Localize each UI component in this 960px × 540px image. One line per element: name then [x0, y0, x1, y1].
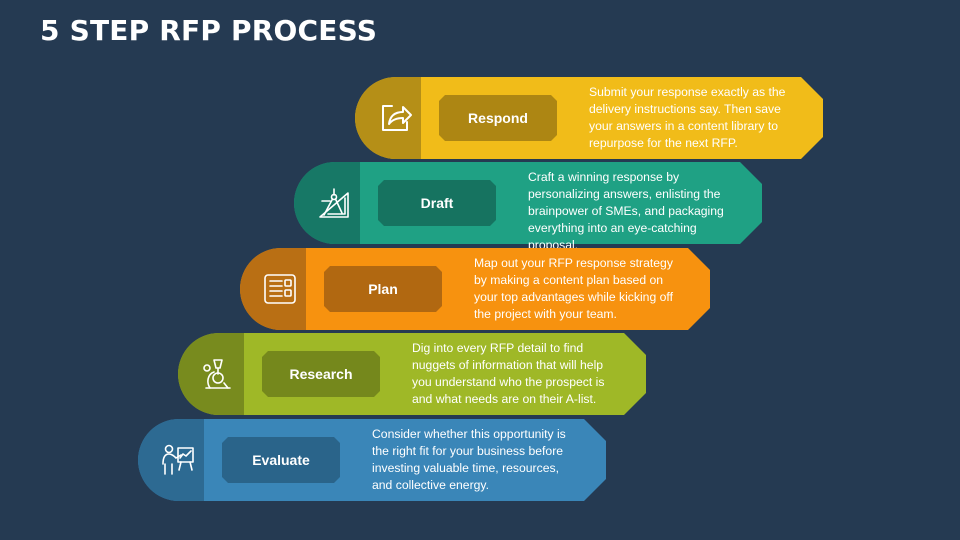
step-label: Draft: [420, 195, 454, 211]
step-description: Map out your RFP response strategy by ma…: [474, 256, 673, 321]
step-label: Evaluate: [252, 452, 310, 468]
step-label: Plan: [368, 281, 398, 297]
step-label: Research: [289, 366, 353, 382]
icon-cap: [240, 248, 306, 330]
microscope-icon: [198, 354, 238, 394]
step-draft: Draft Craft a winning response by persona…: [294, 162, 762, 252]
step-shape: [355, 77, 823, 159]
step-research: Research Dig into every RFP detail to fin…: [178, 333, 646, 415]
planning-board-icon: [260, 269, 300, 309]
page-title: 5 STEP RFP PROCESS: [40, 14, 378, 47]
label-plate: [262, 351, 380, 397]
step-description: Dig into every RFP detail to find nugget…: [412, 341, 605, 406]
icon-cap: [294, 162, 360, 244]
step-evaluate: Evaluate Consider whether this opportunit…: [138, 419, 606, 501]
step-description: Submit your response exactly as the deli…: [589, 85, 786, 150]
step-shape: [294, 162, 762, 244]
step-description: Craft a winning response by personalizin…: [528, 170, 724, 252]
step-description: Consider whether this opportunity is the…: [372, 427, 566, 492]
step-plan: Plan Map out your RFP response strategy b…: [240, 248, 710, 330]
drafting-tools-icon: [314, 183, 354, 223]
presenter-board-icon: [158, 440, 198, 480]
step-label: Respond: [468, 110, 528, 126]
share-arrow-icon: [375, 98, 415, 138]
icon-cap: [355, 77, 421, 159]
step-shape: [240, 248, 710, 330]
step-respond: Respond Submit your response exactly as t…: [355, 77, 823, 159]
label-plate: [324, 266, 442, 312]
step-shape: [178, 333, 646, 415]
step-shape: [138, 419, 606, 501]
icon-cap: [138, 419, 204, 501]
label-plate: [378, 180, 496, 226]
label-plate: [439, 95, 557, 141]
label-plate: [222, 437, 340, 483]
